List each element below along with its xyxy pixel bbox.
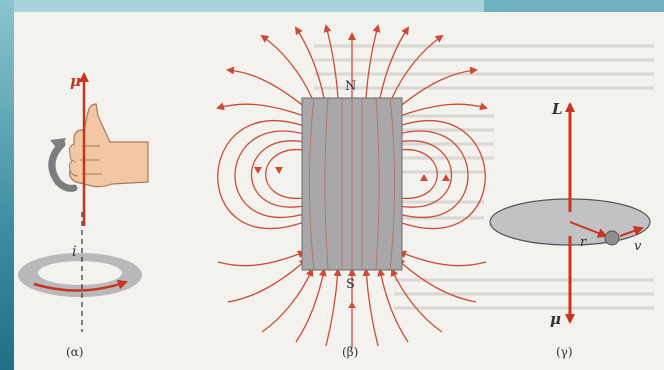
velocity-label: v bbox=[634, 239, 642, 254]
field-lines bbox=[216, 24, 488, 348]
south-pole-label: S bbox=[346, 277, 355, 292]
internal-field-lines bbox=[309, 97, 395, 271]
angular-momentum-label: L bbox=[551, 100, 563, 118]
radius-label: r bbox=[580, 235, 587, 250]
radius-arrow bbox=[569, 221, 608, 238]
panel-gamma: L μ r v (γ) bbox=[489, 100, 651, 359]
velocity-arrow bbox=[619, 226, 644, 237]
caption-gamma: (γ) bbox=[556, 345, 573, 359]
loop-arrowheads bbox=[254, 167, 450, 308]
orbiting-particle bbox=[604, 230, 620, 246]
slide-frame-left bbox=[0, 0, 14, 370]
figure-canvas: i μ (α) bbox=[18, 24, 654, 359]
right-hand-icon bbox=[69, 103, 149, 188]
caption-beta: (β) bbox=[342, 345, 358, 359]
current-arrow bbox=[33, 279, 128, 292]
panel-beta: N S (β) bbox=[216, 24, 488, 359]
slide-frame-top-right bbox=[484, 0, 664, 12]
textbook-page: i μ (α) bbox=[14, 12, 664, 370]
caption-alpha: (α) bbox=[66, 345, 83, 359]
current-label: i bbox=[72, 244, 76, 260]
background-text-lines bbox=[314, 44, 654, 310]
north-pole-label: N bbox=[345, 79, 356, 94]
magnetic-moment-label-down: μ bbox=[550, 310, 561, 328]
curl-arrow-icon bbox=[48, 140, 78, 192]
magnetic-moment-label: μ bbox=[70, 72, 81, 90]
panel-alpha: i μ (α) bbox=[18, 72, 149, 359]
